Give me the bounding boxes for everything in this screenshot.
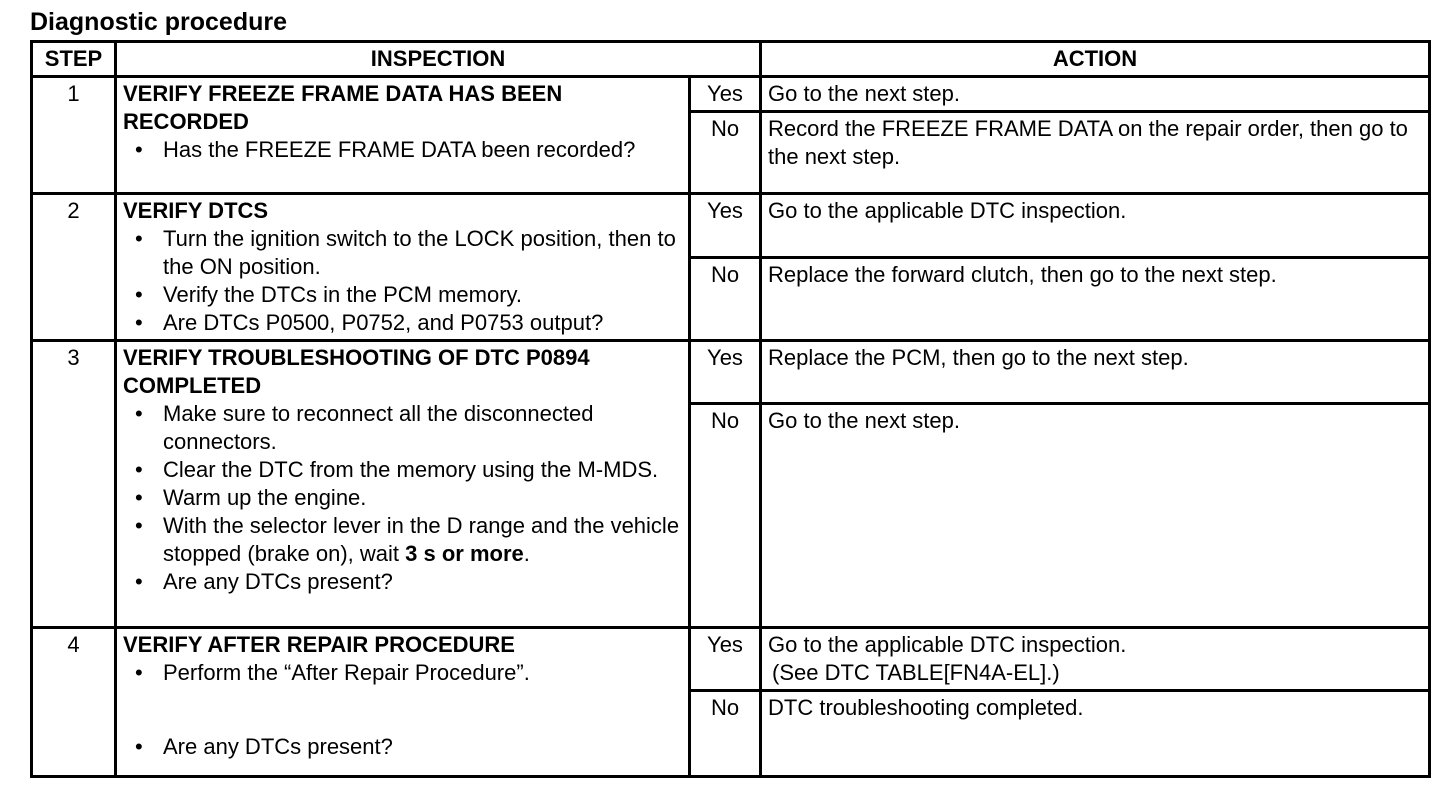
step-inspection: VERIFY DTCS •Turn the ignition switch to… — [114, 192, 691, 342]
step-inspection: VERIFY TROUBLESHOOTING OF DTC P0894 COMP… — [114, 339, 691, 629]
inspection-item: •Are DTCs P0500, P0752, and P0753 output… — [135, 310, 604, 335]
bullet-icon: • — [135, 226, 143, 251]
yes-action: Go to the next step. — [759, 75, 1431, 113]
bullet-icon: • — [135, 457, 143, 482]
no-label: No — [688, 255, 762, 343]
no-label: No — [688, 110, 762, 195]
step-3-no-row: No Go to the next step. — [32, 402, 1431, 629]
yes-action-line: Go to the applicable DTC inspection. — [768, 632, 1127, 657]
header-inspection: INSPECTION — [114, 40, 762, 78]
step-heading: VERIFY AFTER REPAIR PROCEDURE — [123, 632, 515, 657]
step-number: 1 — [30, 75, 117, 195]
inspection-item: •Are any DTCs present? — [135, 734, 393, 759]
yes-label: Yes — [688, 339, 762, 405]
yes-label: Yes — [688, 75, 762, 113]
inspection-list: •Make sure to reconnect all the disconne… — [123, 400, 682, 596]
inspection-item: •Clear the DTC from the memory using the… — [135, 457, 659, 482]
yes-label: Yes — [688, 626, 762, 692]
step-1-yes-row: 1 VERIFY FREEZE FRAME DATA HAS BEEN RECO… — [30, 75, 1431, 195]
inspection-item: •Turn the ignition switch to the LOCK po… — [135, 226, 676, 279]
step-number: 4 — [30, 626, 117, 778]
step-1-no-row: No Record the FREEZE FRAME DATA on the r… — [32, 110, 1431, 195]
page-title: Diagnostic procedure — [30, 8, 287, 36]
inspection-item: •Warm up the engine. — [135, 485, 367, 510]
bullet-icon: • — [135, 137, 143, 162]
bullet-icon: • — [135, 513, 143, 538]
see-reference-link: (See DTC TABLE[FN4A-EL].) — [772, 660, 1060, 685]
no-label: No — [688, 402, 762, 629]
no-action: DTC troubleshooting completed. — [759, 689, 1431, 778]
bullet-icon: • — [135, 485, 143, 510]
inspection-item: •Verify the DTCs in the PCM memory. — [135, 282, 523, 307]
bullet-icon: • — [135, 734, 143, 759]
bullet-icon: • — [135, 282, 143, 307]
bullet-icon: • — [135, 401, 143, 426]
step-2-no-row: No Replace the forward clutch, then go t… — [32, 255, 1431, 343]
step-3-yes-row: 3 VERIFY TROUBLESHOOTING OF DTC P0894 CO… — [30, 339, 1431, 629]
step-heading: VERIFY TROUBLESHOOTING OF DTC P0894 COMP… — [123, 345, 590, 398]
bullet-icon: • — [135, 660, 143, 685]
inspection-list: •Perform the “After Repair Procedure”. •… — [123, 659, 682, 761]
no-action: Go to the next step. — [759, 402, 1431, 629]
no-action: Record the FREEZE FRAME DATA on the repa… — [759, 110, 1431, 195]
yes-action: Go to the applicable DTC inspection. — [759, 192, 1431, 259]
header-row: STEP INSPECTION ACTION — [30, 40, 1431, 78]
header-action: ACTION — [759, 40, 1431, 78]
wait-duration: 3 s or more — [405, 541, 524, 566]
inspection-spacer — [123, 687, 682, 733]
yes-action: Go to the applicable DTC inspection. (Se… — [759, 626, 1431, 692]
step-number: 3 — [30, 339, 117, 629]
step-number: 2 — [30, 192, 117, 342]
inspection-list: •Turn the ignition switch to the LOCK po… — [123, 225, 682, 337]
bullet-icon: • — [135, 310, 143, 335]
step-4-no-row: No DTC troubleshooting completed. — [32, 689, 1431, 778]
step-heading: VERIFY FREEZE FRAME DATA HAS BEEN RECORD… — [123, 81, 563, 134]
inspection-item: •Are any DTCs present? — [135, 569, 393, 594]
step-inspection: VERIFY FREEZE FRAME DATA HAS BEEN RECORD… — [114, 75, 691, 195]
no-action: Replace the forward clutch, then go to t… — [759, 255, 1431, 343]
inspection-item: •Has the FREEZE FRAME DATA been recorded… — [135, 137, 636, 162]
header-step: STEP — [30, 40, 117, 78]
yes-label: Yes — [688, 192, 762, 259]
yes-action: Replace the PCM, then go to the next ste… — [759, 339, 1431, 405]
no-label: No — [688, 689, 762, 778]
step-4-yes-row: 4 VERIFY AFTER REPAIR PROCEDURE •Perform… — [30, 626, 1431, 778]
inspection-list: •Has the FREEZE FRAME DATA been recorded… — [123, 136, 682, 164]
bullet-icon: • — [135, 569, 143, 594]
inspection-item: •Make sure to reconnect all the disconne… — [135, 401, 594, 454]
step-heading: VERIFY DTCS — [123, 198, 269, 223]
step-inspection: VERIFY AFTER REPAIR PROCEDURE •Perform t… — [114, 626, 691, 778]
inspection-item: •With the selector lever in the D range … — [135, 513, 680, 566]
step-2-yes-row: 2 VERIFY DTCS •Turn the ignition switch … — [30, 192, 1431, 342]
diagnostic-table: STEP INSPECTION ACTION 1 VERIFY FREEZE F… — [30, 40, 1431, 778]
inspection-item: •Perform the “After Repair Procedure”. — [135, 660, 530, 685]
